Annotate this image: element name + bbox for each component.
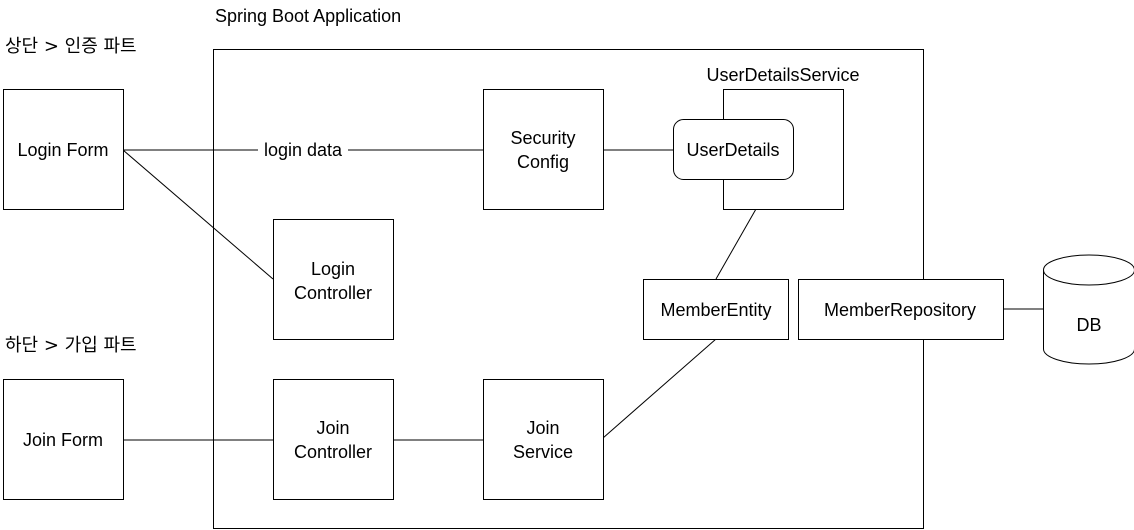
join-service-label-line2: Service [513,442,573,462]
edge-userdetailsservice-memberentity [715,208,757,280]
join-controller-label-line2: Controller [294,442,372,462]
container-title: Spring Boot Application [215,6,401,26]
edge-label-login-data: login data [264,140,343,160]
member-entity-label: MemberEntity [660,300,771,320]
section-label-bottom: 하단 > 가입 파트 [5,335,137,356]
join-controller-node: Join Controller [273,379,394,500]
login-form-label: Login Form [17,140,108,160]
join-service-node: Join Service [483,379,604,500]
section-label-top: 상단 > 인증 파트 [5,36,137,57]
security-config-node: Security Config [483,89,604,210]
login-form-node: Login Form [3,89,124,210]
security-config-label-line1: Security [510,128,575,148]
edge-joinservice-memberentity [602,338,717,439]
member-entity-node: MemberEntity [643,279,789,340]
db-cylinder-top [1043,254,1134,286]
edges [122,149,1043,441]
join-form-label: Join Form [23,430,103,450]
member-repository-node: MemberRepository [798,279,1004,340]
user-details-service-label: UserDetailsService [706,65,859,85]
login-controller-label-line2: Controller [294,283,372,303]
join-controller-label-line1: Join [316,418,349,438]
user-details-label: UserDetails [686,140,779,160]
login-controller-node: Login Controller [273,219,394,340]
join-form-node: Join Form [3,379,124,500]
join-service-label-line1: Join [526,418,559,438]
db-node: DB [1043,254,1134,365]
user-details-node: UserDetails [673,119,794,180]
member-repository-label: MemberRepository [824,300,976,320]
db-label: DB [1076,315,1101,335]
edge-loginform-logincontroller [122,149,274,280]
login-controller-label-line1: Login [311,259,355,279]
security-config-label-line2: Config [517,152,569,172]
